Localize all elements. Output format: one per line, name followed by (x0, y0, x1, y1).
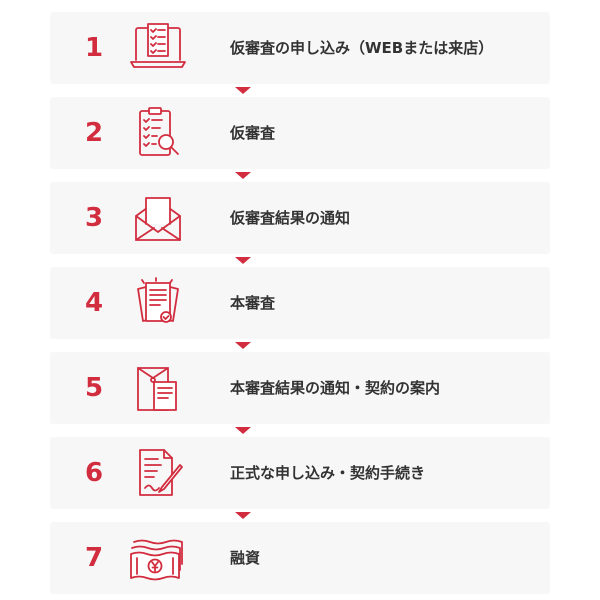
arrow-down-icon (235, 342, 251, 349)
step-4: 4 本審査 (50, 267, 550, 349)
step-5: 5 本審査結果の通知・契約の案内 (50, 352, 550, 434)
yen-banknotes-icon (128, 530, 188, 586)
arrow-down-icon (235, 172, 251, 179)
arrow-down-icon (235, 427, 251, 434)
step-2: 2 仮審査 (50, 97, 550, 179)
step-number: 4 (84, 288, 104, 318)
laptop-checklist-icon (128, 20, 188, 76)
step-label: 正式な申し込み・契約手続き (230, 464, 426, 482)
arrow-down-icon (235, 512, 251, 519)
step-7: 7 融資 (50, 522, 550, 594)
step-label: 本審査結果の通知・契約の案内 (230, 379, 441, 397)
step-number: 2 (84, 118, 104, 148)
step-6: 6 正式な申し込み・契約手続き (50, 437, 550, 519)
step-3: 3 仮審査結果の通知 (50, 182, 550, 264)
step-label: 仮審査 (230, 124, 276, 142)
step-number: 3 (84, 203, 104, 233)
folder-document-icon (128, 360, 188, 416)
clipboard-magnifier-icon (128, 105, 188, 161)
step-label: 仮審査の申し込み（WEBまたは来店） (230, 39, 494, 57)
documents-check-icon (128, 275, 188, 331)
step-1: 1 仮審査の申し込み（WEBまたは来店） (50, 12, 550, 94)
envelope-letter-icon (128, 190, 188, 246)
step-number: 6 (84, 458, 104, 488)
step-number: 1 (84, 33, 104, 63)
steps-list: 1 仮審査の申し込み（WEBまたは来店） 2 仮審査 3 (50, 12, 550, 594)
arrow-down-icon (235, 87, 251, 94)
step-number: 7 (84, 543, 104, 573)
contract-pen-icon (128, 445, 188, 501)
step-label: 仮審査結果の通知 (230, 209, 351, 227)
step-number: 5 (84, 373, 104, 403)
step-label: 融資 (230, 549, 261, 567)
step-label: 本審査 (230, 294, 276, 312)
arrow-down-icon (235, 257, 251, 264)
